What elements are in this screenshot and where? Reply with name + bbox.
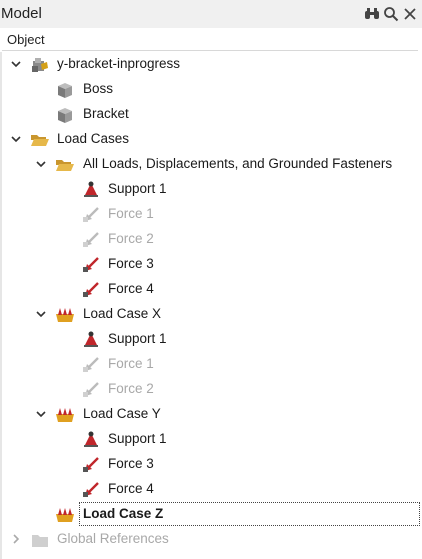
tree-item-label: Force 4 bbox=[108, 281, 154, 296]
force-icon-disabled bbox=[83, 232, 99, 247]
close-icon[interactable] bbox=[402, 6, 418, 22]
tree-item-label: Support 1 bbox=[108, 181, 167, 196]
tree-item-label: Force 1 bbox=[108, 356, 154, 371]
folder-open-icon bbox=[56, 160, 74, 171]
panel-title: Model bbox=[1, 5, 42, 22]
tree-item-load-case-x[interactable]: Load Case X bbox=[2, 302, 422, 327]
tree-item-label: All Loads, Displacements, and Grounded F… bbox=[83, 156, 393, 171]
binoculars-icon[interactable] bbox=[364, 6, 380, 22]
tree-item-part-bracket[interactable]: Bracket bbox=[2, 102, 422, 127]
tree-item-label: Load Case X bbox=[83, 306, 162, 321]
tree-item-root[interactable]: y-bracket-inprogress bbox=[2, 52, 422, 77]
tree-item-label: Load Case Y bbox=[83, 406, 161, 421]
tree-item-label: Bracket bbox=[83, 106, 129, 121]
tree-item-lcx-force-1[interactable]: Force 1 bbox=[2, 352, 422, 377]
search-icon[interactable] bbox=[383, 6, 399, 22]
tree-item-label: Force 3 bbox=[108, 256, 154, 271]
force-icon bbox=[83, 457, 99, 472]
chevron-down-icon[interactable] bbox=[10, 133, 22, 145]
tree-item-label: y-bracket-inprogress bbox=[57, 56, 181, 71]
panel-titlebar: Model bbox=[0, 0, 422, 28]
chevron-down-icon[interactable] bbox=[35, 158, 47, 170]
tree-item-lcy-force-4[interactable]: Force 4 bbox=[2, 477, 422, 502]
support-icon bbox=[84, 431, 98, 447]
tree-item-label: Force 2 bbox=[108, 381, 154, 396]
column-header-object[interactable]: Object bbox=[2, 29, 418, 51]
part-cube-icon bbox=[58, 108, 72, 123]
force-icon-disabled bbox=[83, 382, 99, 397]
tree-item-label: Boss bbox=[83, 81, 114, 96]
force-icon-disabled bbox=[83, 207, 99, 222]
tree-item-lcx-force-2[interactable]: Force 2 bbox=[2, 377, 422, 402]
chevron-down-icon[interactable] bbox=[10, 58, 22, 70]
force-icon-disabled bbox=[83, 357, 99, 372]
tree-item-all-loads[interactable]: All Loads, Displacements, and Grounded F… bbox=[2, 152, 422, 177]
tree-item-label: Support 1 bbox=[108, 431, 167, 446]
chevron-right-icon[interactable] bbox=[10, 533, 22, 545]
tree-item-label: Force 3 bbox=[108, 456, 154, 471]
tree-item-label: Force 4 bbox=[108, 481, 154, 496]
chevron-down-icon[interactable] bbox=[35, 408, 47, 420]
force-icon bbox=[83, 257, 99, 272]
selection-focus-rect bbox=[79, 502, 420, 526]
tree-item-label: Support 1 bbox=[108, 331, 167, 346]
tree-item-label: Load Case Z bbox=[83, 506, 164, 521]
tree-item-label: Global References bbox=[57, 531, 169, 546]
support-icon bbox=[84, 181, 98, 197]
assembly-icon bbox=[32, 58, 48, 72]
tree-item-part-boss[interactable]: Boss bbox=[2, 77, 422, 102]
force-icon bbox=[83, 282, 99, 297]
tree-item-force-4[interactable]: Force 4 bbox=[2, 277, 422, 302]
part-cube-icon bbox=[58, 83, 72, 98]
tree-item-support-1[interactable]: Support 1 bbox=[2, 177, 422, 202]
tree-item-lcx-support-1[interactable]: Support 1 bbox=[2, 327, 422, 352]
tree-item-load-case-z[interactable]: Load Case Z bbox=[2, 502, 422, 527]
tree-item-label: Force 1 bbox=[108, 206, 154, 221]
tree-item-force-3[interactable]: Force 3 bbox=[2, 252, 422, 277]
tree-item-lcy-support-1[interactable]: Support 1 bbox=[2, 427, 422, 452]
support-icon bbox=[84, 331, 98, 347]
tree-item-label: Force 2 bbox=[108, 231, 154, 246]
folder-open-icon bbox=[31, 135, 49, 146]
load-case-icon bbox=[56, 408, 74, 422]
tree-item-load-case-y[interactable]: Load Case Y bbox=[2, 402, 422, 427]
load-case-icon bbox=[56, 508, 74, 522]
tree-item-global-references[interactable]: Global References bbox=[2, 527, 422, 552]
tree-item-label: Load Cases bbox=[57, 131, 130, 146]
folder-icon-disabled bbox=[32, 535, 48, 547]
tree-item-lcy-force-3[interactable]: Force 3 bbox=[2, 452, 422, 477]
tree-item-force-1[interactable]: Force 1 bbox=[2, 202, 422, 227]
load-case-icon bbox=[56, 308, 74, 322]
tree-item-load-cases[interactable]: Load Cases bbox=[2, 127, 422, 152]
force-icon bbox=[83, 482, 99, 497]
model-tree: y-bracket-inprogress Boss Bracket Load C… bbox=[0, 52, 422, 559]
chevron-down-icon[interactable] bbox=[35, 308, 47, 320]
tree-item-force-2[interactable]: Force 2 bbox=[2, 227, 422, 252]
